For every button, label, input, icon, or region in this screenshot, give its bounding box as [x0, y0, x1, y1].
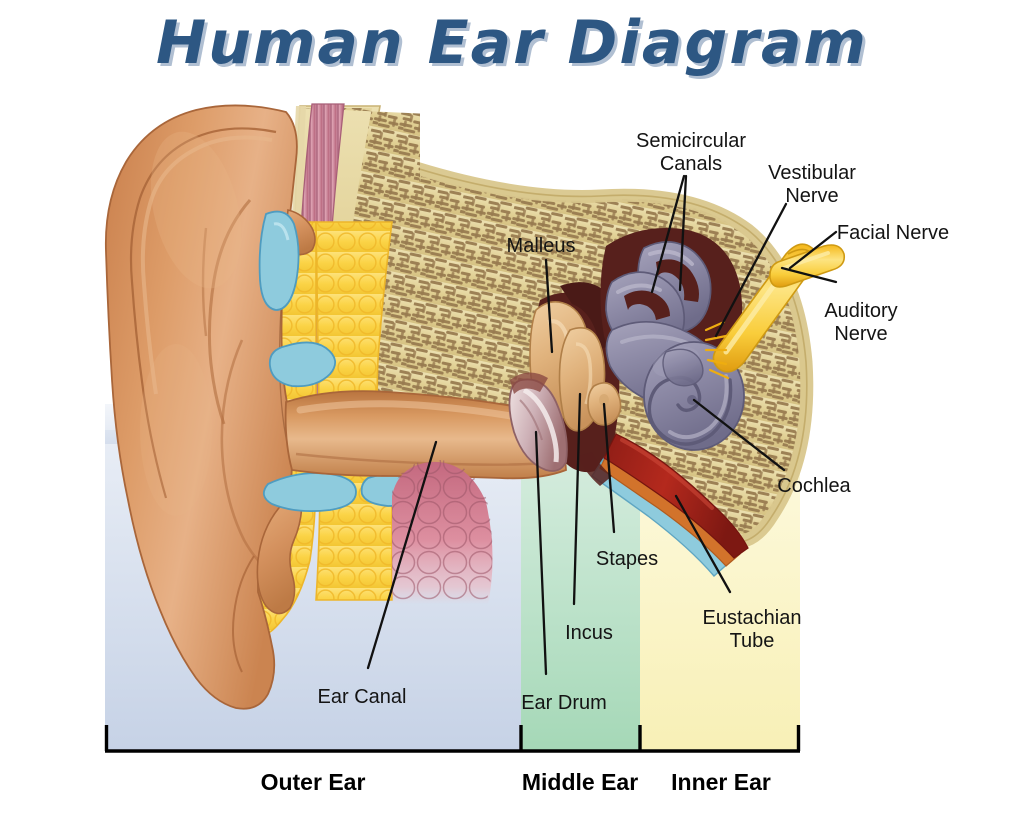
leader-incus	[572, 392, 582, 606]
label-facial-nerve: Facial Nerve	[836, 222, 950, 244]
leader-auditory-nerve	[780, 266, 838, 284]
pinna-outer-ear	[104, 104, 316, 710]
ear-drum	[508, 378, 568, 472]
eustachian-tube	[591, 433, 749, 577]
inner-ear-labyrinth	[600, 228, 745, 451]
section-label-middle-ear: Middle Ear	[521, 769, 639, 795]
label-semicircular-canals: Semicircular Canals	[635, 130, 747, 175]
leader-semicircular-canals-2	[678, 174, 688, 292]
leader-vestibular-nerve	[714, 202, 788, 338]
leader-stapes	[602, 402, 616, 534]
parotid-gland	[392, 459, 493, 604]
label-cochlea: Cochlea	[777, 475, 851, 497]
leader-lines	[366, 174, 838, 676]
leader-ear-drum	[534, 430, 548, 676]
label-auditory-nerve: Auditory Nerve	[824, 300, 898, 345]
page-title: Human Ear Diagram	[156, 8, 868, 78]
label-ear-canal: Ear Canal	[317, 686, 407, 708]
label-eustachian-tube: Eustachian Tube	[702, 607, 802, 652]
leader-ear-canal	[366, 440, 438, 670]
leader-malleus	[544, 258, 554, 354]
label-stapes: Stapes	[595, 548, 659, 570]
leader-cochlea	[692, 398, 786, 472]
label-vestibular-nerve: Vestibular Nerve	[768, 162, 856, 207]
nerves	[704, 243, 846, 380]
leader-facial-nerve	[788, 230, 838, 270]
section-label-outer-ear: Outer Ear	[260, 769, 366, 795]
label-malleus: Malleus	[506, 235, 576, 257]
label-incus: Incus	[565, 622, 613, 644]
vestibular-nerve-fibers	[704, 320, 730, 380]
leader-eustachian-tube	[674, 494, 732, 594]
leader-semicircular-canals	[650, 174, 686, 294]
section-label-inner-ear: Inner Ear	[671, 769, 771, 795]
label-ear-drum: Ear Drum	[521, 692, 607, 714]
section-bracket	[104, 725, 801, 753]
